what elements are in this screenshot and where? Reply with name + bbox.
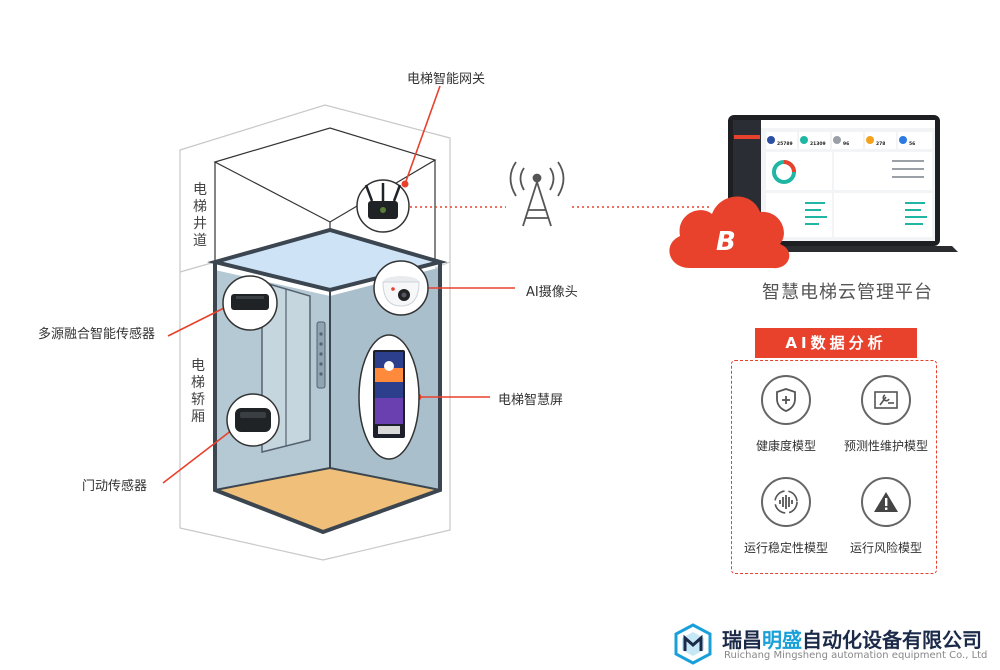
cabin-label: 电梯轿厢 (191, 358, 205, 425)
antenna-tower-icon (509, 161, 565, 227)
model-health: 健康度模型 (736, 375, 836, 454)
model-label: 健康度模型 (755, 439, 816, 453)
shield-plus-icon (761, 375, 811, 425)
camera-device (373, 260, 429, 316)
camera-label: AI摄像头 (526, 285, 578, 300)
door-sensor-label: 门动传感器 (82, 479, 148, 494)
shaft-label: 电梯井道 (193, 182, 207, 249)
laptop-stat-4: 278 (876, 141, 885, 147)
shaft-outline (179, 104, 451, 561)
company-name-en: Ruichang Mingsheng automation equipment … (724, 650, 988, 661)
company-name-prefix: 瑞昌 (722, 628, 762, 652)
screen-label: 电梯智慧屏 (498, 393, 564, 408)
model-label: 运行风险模型 (849, 541, 922, 555)
laptop-stat-5: 56 (909, 141, 915, 147)
model-predictive-maintenance: 预测性维护模型 (836, 375, 936, 454)
waveform-icon (761, 477, 811, 527)
smart-screen-device (358, 334, 420, 460)
door-sensor-device (226, 393, 280, 447)
company-logo (672, 623, 714, 670)
cabin-floor (215, 468, 438, 530)
platform-title: 智慧电梯云管理平台 (762, 282, 933, 303)
company-name: 瑞昌明盛自动化设备有限公司 (722, 624, 982, 653)
model-operational-stability: 运行稳定性模型 (736, 477, 836, 556)
ai-analysis-box: 健康度模型 预测性维护模型 运行稳定性模型 运行风险模型 (731, 360, 937, 574)
ai-analysis-title: AI数据分析 (755, 328, 917, 358)
laptop (710, 115, 958, 252)
svg-text:B: B (716, 227, 736, 257)
model-label: 运行稳定性模型 (743, 541, 828, 555)
laptop-stat-3: 96 (843, 141, 849, 147)
warning-icon (861, 477, 911, 527)
laptop-stat-2: 21309 (810, 141, 826, 147)
gateway-device (356, 179, 410, 233)
wrench-icon (861, 375, 911, 425)
leader-lines (162, 85, 515, 484)
multi-sensor-label: 多源融合智能传感器 (38, 327, 156, 342)
laptop-stat-1: 25789 (777, 141, 793, 147)
gateway-label: 电梯智能网关 (407, 72, 486, 87)
cloud-icon: B (669, 196, 790, 269)
multi-sensor-device (222, 275, 278, 331)
model-operational-risk: 运行风险模型 (836, 477, 936, 556)
gateway-dot (401, 180, 409, 188)
company-name-suffix: 自动化设备有限公司 (802, 628, 982, 652)
model-label: 预测性维护模型 (843, 439, 928, 453)
company-name-highlight: 明盛 (762, 628, 802, 652)
